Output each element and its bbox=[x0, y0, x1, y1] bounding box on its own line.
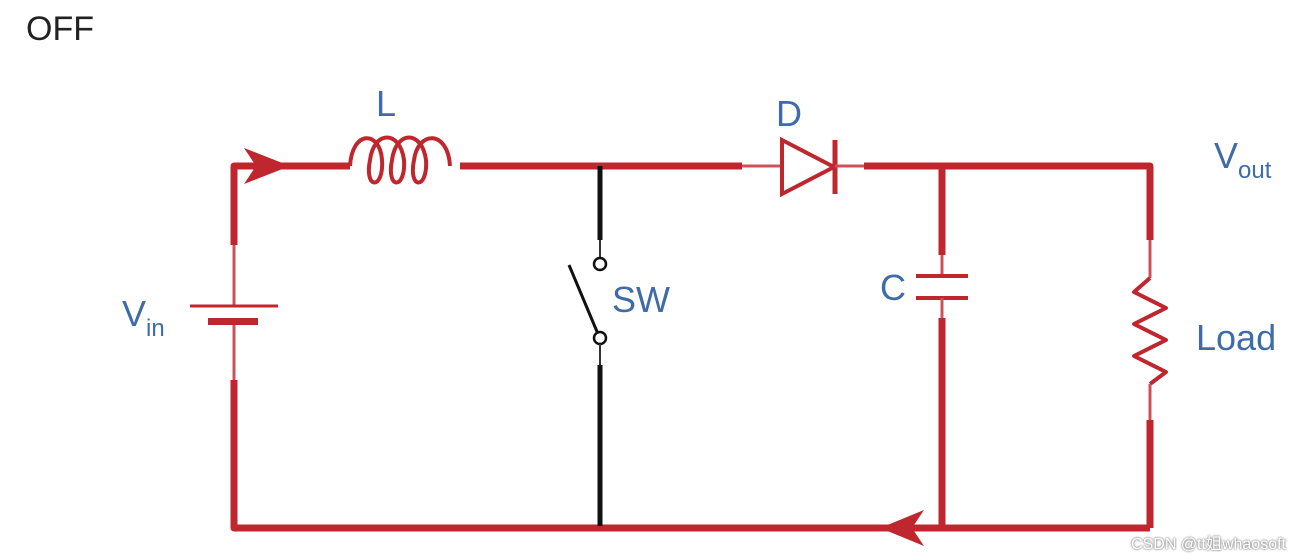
current-arrow-top bbox=[244, 148, 290, 184]
wire-output-top bbox=[864, 162, 1154, 240]
vin-label: Vin bbox=[122, 293, 165, 341]
state-label: OFF bbox=[26, 10, 94, 48]
switch-label: SW bbox=[612, 279, 670, 320]
switch-contact-top bbox=[592, 256, 608, 272]
wire-return-bottom bbox=[230, 380, 1150, 532]
inductor-coil bbox=[348, 135, 452, 185]
switch-lever bbox=[567, 264, 600, 335]
switch-contact-bottom bbox=[592, 330, 608, 346]
vout-label: Vout bbox=[1214, 135, 1271, 183]
vin-symbol: V bbox=[122, 293, 147, 334]
wire-vin-top bbox=[230, 162, 350, 245]
vout-symbol: V bbox=[1214, 135, 1239, 176]
capacitor-label: C bbox=[880, 267, 906, 308]
vout-subscript: out bbox=[1238, 157, 1272, 184]
battery-plate-short bbox=[208, 318, 258, 325]
vin-subscript: in bbox=[146, 315, 165, 342]
diode-label: D bbox=[776, 93, 802, 134]
diode-triangle bbox=[780, 136, 839, 198]
load-resistor bbox=[1132, 276, 1168, 386]
inductor-label: L bbox=[376, 83, 397, 124]
watermark: CSDN @tt姐whaosoft bbox=[1131, 536, 1286, 553]
load-label: Load bbox=[1196, 317, 1277, 358]
current-arrow-bottom bbox=[880, 510, 924, 546]
